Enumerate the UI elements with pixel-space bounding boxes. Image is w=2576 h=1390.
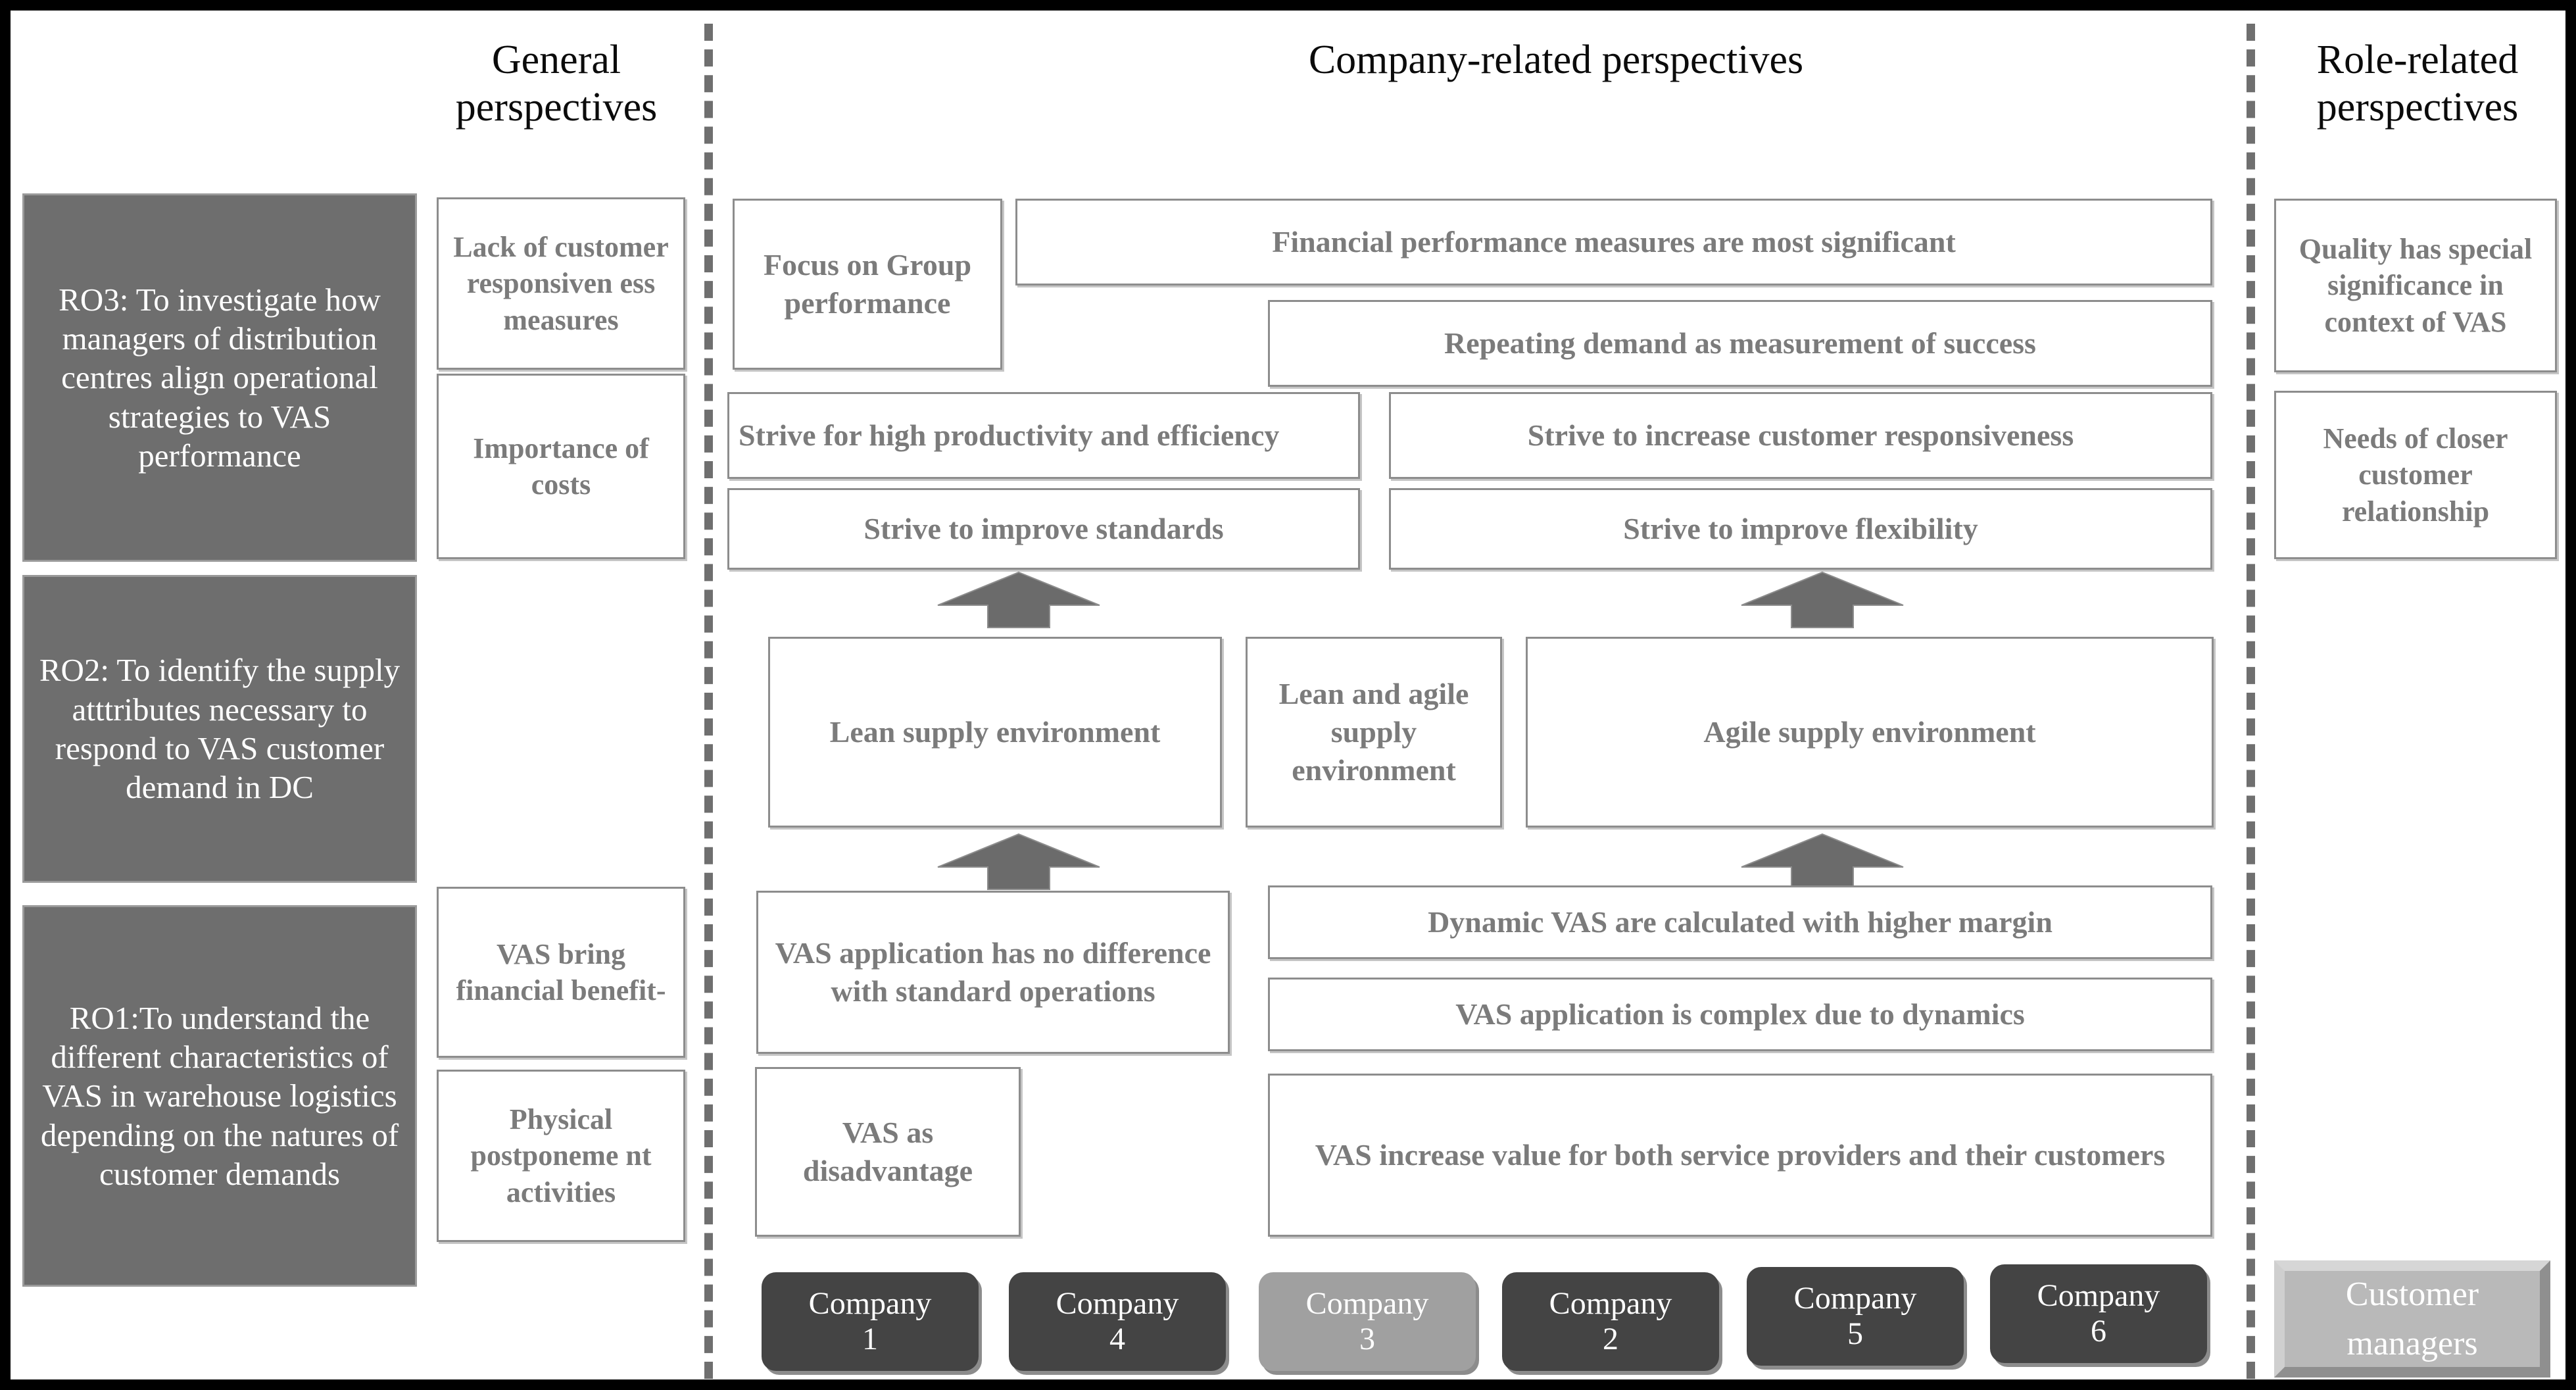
company-chip-number: 6: [2091, 1314, 2106, 1349]
company-chip-1[interactable]: Company 1: [762, 1272, 979, 1371]
company-chip-label: Company: [2037, 1278, 2160, 1314]
company-box-repeating-demand-measurement: Repeating demand as measurement of succe…: [1268, 300, 2212, 387]
header-general-perspectives: General perspectives: [455, 37, 658, 130]
company-chip-number: 3: [1359, 1322, 1375, 1356]
general-box-importance-of-costs: Importance of costs: [437, 374, 685, 559]
company-box-vas-complex-due-to-dynamics: VAS application is complex due to dynami…: [1268, 978, 2212, 1051]
company-box-strive-increase-customer-responsiveness: Strive to increase customer responsivene…: [1389, 392, 2212, 479]
role-box-needs-closer-customer-relationship: Needs of closer customer relationship: [2274, 391, 2557, 559]
general-box-vas-bring-financial-benefit: VAS bring financial benefit-: [437, 887, 685, 1058]
company-box-lean-and-agile-supply-environment: Lean and agile supply environment: [1246, 637, 1502, 828]
company-box-strive-high-productivity: Strive for high productivity and efficie…: [727, 392, 1360, 479]
company-chip-number: 2: [1603, 1322, 1618, 1356]
company-chip-2[interactable]: Company 2: [1502, 1272, 1719, 1371]
company-box-vas-no-difference-standard-operations: VAS application has no difference with s…: [756, 891, 1230, 1054]
company-chip-number: 4: [1109, 1322, 1125, 1356]
company-box-lean-supply-environment: Lean supply environment: [768, 637, 1222, 828]
general-box-physical-postponement-activities: Physical postponeme nt activities: [437, 1070, 685, 1242]
general-box-lack-of-customer-responsiveness-measures: Lack of customer responsiven ess measure…: [437, 197, 685, 370]
up-arrow-icon-lean-to-strive: [936, 571, 1101, 629]
company-chip-label: Company: [1056, 1286, 1179, 1322]
company-chip-number: 1: [862, 1322, 878, 1356]
header-role-related-perspectives: Role-related perspectives: [2316, 37, 2519, 130]
company-chip-label: Company: [808, 1286, 932, 1322]
company-chip-6[interactable]: Company 6: [1990, 1264, 2207, 1363]
company-box-dynamic-vas-higher-margin: Dynamic VAS are calculated with higher m…: [1268, 885, 2212, 959]
company-chip-3[interactable]: Company 3: [1259, 1272, 1476, 1371]
research-objective-ro2: RO2: To identify the supply atttributes …: [22, 575, 417, 883]
role-box-quality-special-significance: Quality has special significance in cont…: [2274, 199, 2557, 372]
company-box-financial-performance-measures: Financial performance measures are most …: [1015, 199, 2212, 285]
up-arrow-icon-agile-to-strive: [1740, 571, 1905, 629]
company-box-strive-improve-standards: Strive to improve standards: [727, 488, 1360, 570]
company-box-vas-increase-value-both: VAS increase value for both service prov…: [1268, 1074, 2212, 1237]
divider-company-role: [2247, 24, 2255, 1379]
company-box-vas-as-disadvantage: VAS as disadvantage: [755, 1067, 1021, 1237]
company-chip-label: Company: [1793, 1281, 1917, 1316]
company-box-agile-supply-environment: Agile supply environment: [1526, 637, 2214, 828]
up-arrow-icon-dynamic-to-agile: [1740, 833, 1905, 891]
company-chip-number: 5: [1847, 1316, 1863, 1351]
header-company-related-perspectives: Company-related perspectives: [1308, 37, 1804, 82]
company-chip-5[interactable]: Company 5: [1747, 1267, 1964, 1366]
company-chip-label: Company: [1549, 1286, 1672, 1322]
research-objective-ro1: RO1:To understand the different characte…: [22, 905, 417, 1287]
customer-managers-plate[interactable]: Customer managers: [2274, 1260, 2550, 1378]
company-box-focus-on-group-performance: Focus on Group performance: [733, 199, 1002, 370]
company-chip-4[interactable]: Company 4: [1009, 1272, 1226, 1371]
up-arrow-icon-vas-to-lean: [936, 833, 1101, 891]
divider-general-company: [704, 24, 713, 1379]
company-box-strive-improve-flexibility: Strive to improve flexibility: [1389, 488, 2212, 570]
research-objective-ro3: RO3: To investigate how managers of dist…: [22, 193, 417, 562]
company-chip-label: Company: [1305, 1286, 1429, 1322]
